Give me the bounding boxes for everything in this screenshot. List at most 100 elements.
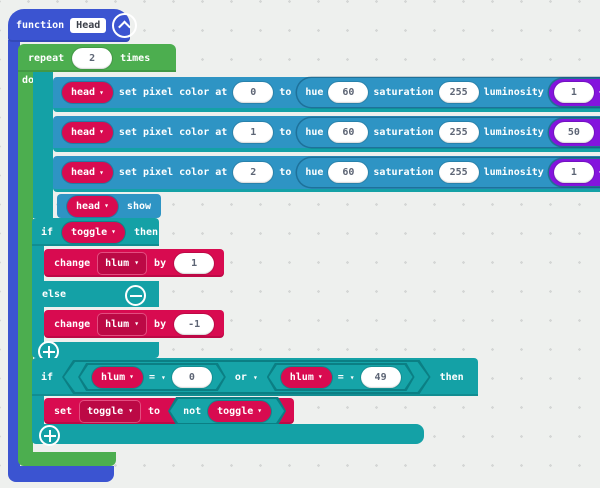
math-expression[interactable]: 1 + ▾ hlum ▾ — [548, 79, 600, 106]
set-pixel-color-block[interactable]: head ▾ set pixel color at 0 to hue 60 sa… — [53, 77, 600, 112]
else-label: else — [42, 288, 67, 300]
dropdown-arrow-icon: ▾ — [134, 258, 140, 267]
show-block[interactable]: head ▾ show — [57, 194, 162, 218]
expand-if-button[interactable] — [39, 425, 60, 446]
if-or-footer — [32, 424, 424, 446]
set-pixel-label: set pixel color at — [118, 126, 228, 138]
show-label: show — [126, 200, 152, 212]
change-label: change — [54, 257, 91, 269]
operator-dropdown[interactable]: - ▾ — [599, 127, 600, 138]
dropdown-arrow-icon: ▾ — [317, 372, 323, 381]
variable-dropdown[interactable]: toggle ▾ — [208, 401, 271, 422]
variable-dropdown[interactable]: hlum ▾ — [281, 367, 332, 388]
by-label: by — [154, 257, 167, 269]
hsl-color-reporter[interactable]: hue 60 saturation 255 luminosity 1 + ▾ h… — [297, 158, 600, 187]
or-operator-dropdown[interactable]: or ▾ — [234, 371, 258, 383]
change-value-field[interactable]: 1 — [174, 252, 215, 274]
saturation-field[interactable]: 255 — [438, 121, 479, 143]
if-else-spine — [32, 307, 44, 342]
dropdown-arrow-icon: ▾ — [257, 406, 263, 415]
hue-field[interactable]: 60 — [328, 121, 369, 143]
hue-field[interactable]: 60 — [328, 82, 369, 103]
saturation-field[interactable]: 255 — [438, 162, 479, 183]
hue-field[interactable]: 60 — [328, 162, 369, 183]
set-variable-block[interactable]: set toggle ▾ to not toggle ▾ — [44, 397, 295, 425]
function-block-header[interactable]: function Head — [8, 9, 138, 42]
if-else-header[interactable]: if toggle ▾ then — [32, 218, 159, 246]
device-dropdown[interactable]: head ▾ — [62, 162, 113, 183]
comparison-operator-dropdown[interactable]: = ▾ — [148, 371, 166, 383]
variable-dropdown[interactable]: hlum ▾ — [98, 252, 147, 274]
if-else-footer — [32, 341, 159, 362]
hue-label: hue — [305, 167, 324, 178]
if-or-header[interactable]: if hlum ▾ = ▾ 0 or ▾ — [32, 358, 478, 396]
if-or-spine — [32, 396, 44, 424]
or-condition-block[interactable]: hlum ▾ = ▾ 0 or ▾ hlum ▾ = ▾ — [62, 360, 431, 394]
hsl-color-reporter[interactable]: hue 60 saturation 255 luminosity 1 + ▾ h… — [297, 78, 600, 107]
change-value-field[interactable]: -1 — [174, 313, 215, 335]
change-variable-block[interactable]: change hlum ▾ by -1 — [44, 310, 225, 338]
operator-dropdown[interactable]: + ▾ — [599, 87, 600, 98]
hsl-color-reporter[interactable]: hue 60 saturation 255 luminosity 50 - ▾ … — [297, 117, 600, 147]
set-pixel-color-block[interactable]: head ▾ set pixel color at 1 to hue 60 sa… — [53, 116, 600, 152]
set-pixel-label: set pixel color at — [118, 167, 228, 178]
comparison-value-field[interactable]: 0 — [172, 367, 212, 388]
operand-field[interactable]: 1 — [553, 162, 594, 183]
repeat-block-spine — [18, 70, 33, 452]
comparison-block[interactable]: hlum ▾ = ▾ 49 — [267, 363, 415, 391]
dropdown-arrow-icon: ▾ — [99, 167, 104, 177]
operand-field[interactable]: 1 — [553, 82, 594, 103]
stack-connector — [33, 72, 53, 218]
dropdown-arrow-icon: ▾ — [129, 372, 134, 381]
set-label: set — [54, 405, 73, 417]
luminosity-label: luminosity — [483, 87, 544, 98]
function-name-field[interactable]: Head — [70, 18, 107, 33]
dropdown-arrow-icon: ▾ — [99, 87, 104, 97]
if-label: if — [41, 226, 54, 238]
variable-dropdown[interactable]: toggle ▾ — [80, 400, 141, 422]
comparison-block[interactable]: hlum ▾ = ▾ 0 — [78, 363, 226, 391]
variable-dropdown[interactable]: hlum ▾ — [92, 367, 143, 388]
pixel-index-field[interactable]: 0 — [233, 82, 274, 103]
if-label: if — [41, 371, 54, 383]
pixel-index-field[interactable]: 1 — [233, 121, 274, 143]
else-bar[interactable]: else — [32, 281, 159, 307]
not-block[interactable]: not toggle ▾ — [168, 397, 286, 425]
collapse-button[interactable] — [112, 13, 138, 38]
saturation-field[interactable]: 255 — [438, 82, 479, 103]
function-keyword: function — [16, 20, 65, 31]
comparison-value-field[interactable]: 49 — [361, 367, 401, 388]
math-expression[interactable]: 50 - ▾ hlum ▾ — [548, 118, 600, 146]
device-dropdown[interactable]: head ▾ — [62, 121, 113, 143]
to-label: to — [279, 126, 292, 138]
chevron-up-icon — [118, 20, 132, 34]
then-label: then — [134, 226, 159, 238]
times-label: times — [120, 52, 151, 64]
luminosity-label: luminosity — [483, 167, 544, 178]
dropdown-arrow-icon: ▾ — [252, 372, 258, 382]
variable-dropdown[interactable]: hlum ▾ — [98, 313, 147, 335]
to-label: to — [279, 167, 292, 178]
repeat-keyword: repeat — [28, 52, 65, 64]
math-expression[interactable]: 1 + ▾ hlum ▾ — [548, 159, 600, 186]
condition-dropdown[interactable]: toggle ▾ — [62, 221, 125, 243]
pixel-index-field[interactable]: 2 — [233, 162, 274, 183]
device-dropdown[interactable]: head ▾ — [67, 195, 118, 217]
collapse-else-button[interactable] — [125, 285, 146, 306]
change-variable-block[interactable]: change hlum ▾ by 1 — [44, 249, 225, 277]
dropdown-arrow-icon: ▾ — [349, 372, 355, 382]
function-block-footer — [8, 466, 114, 482]
device-dropdown[interactable]: head ▾ — [62, 82, 113, 103]
set-pixel-color-block[interactable]: head ▾ set pixel color at 2 to hue 60 sa… — [53, 156, 600, 192]
operator-dropdown[interactable]: + ▾ — [599, 167, 600, 178]
repeat-count-field[interactable]: 2 — [72, 47, 113, 69]
luminosity-label: luminosity — [483, 126, 544, 138]
change-label: change — [54, 318, 91, 330]
operand-field[interactable]: 50 — [553, 121, 594, 143]
to-label: to — [148, 405, 161, 417]
comparison-operator-dropdown[interactable]: = ▾ — [337, 371, 355, 383]
repeat-block-header[interactable]: repeat 2 times — [18, 44, 176, 72]
hue-label: hue — [305, 87, 324, 98]
set-pixel-label: set pixel color at — [118, 87, 228, 98]
